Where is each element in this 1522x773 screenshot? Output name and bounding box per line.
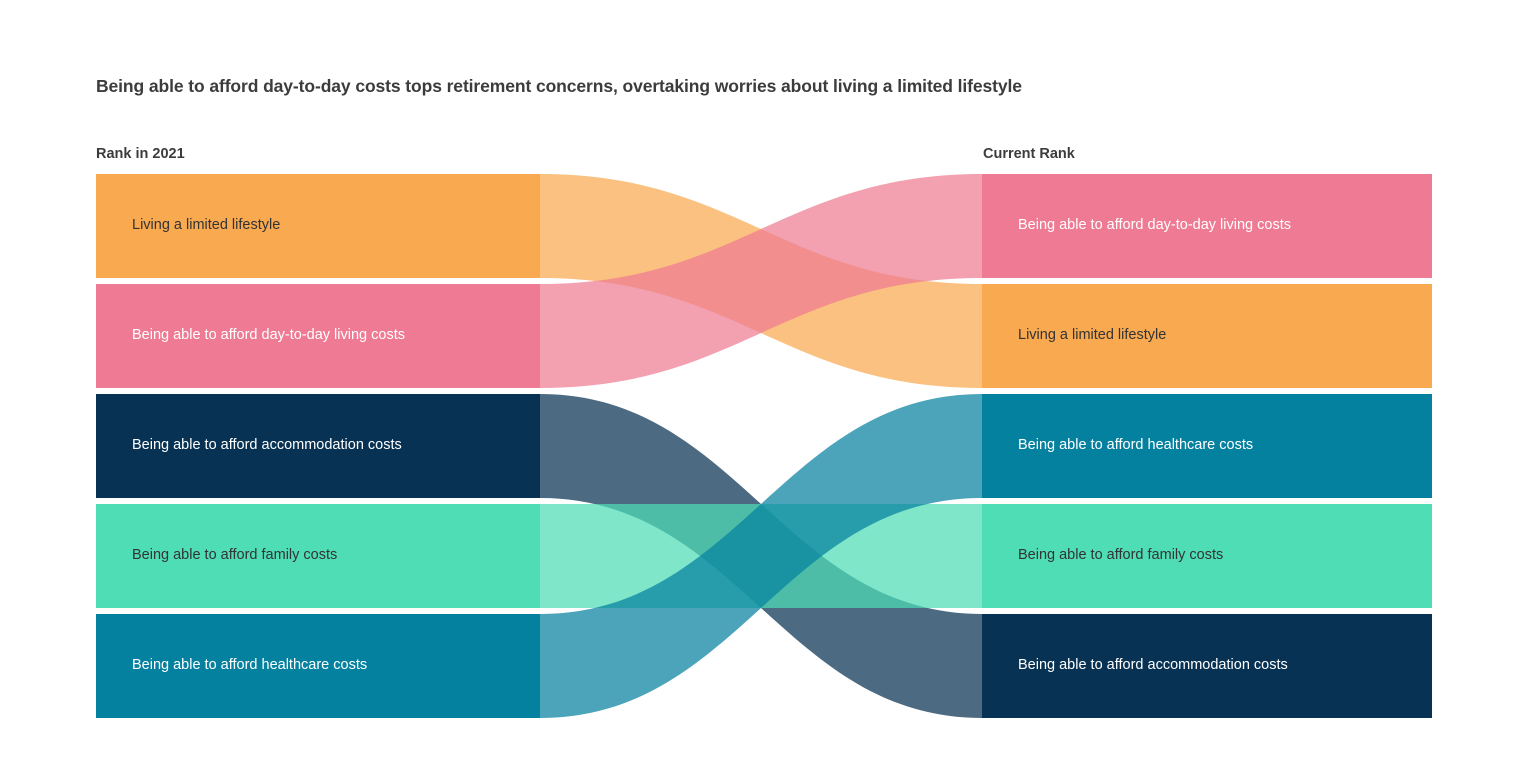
- column-header-left: Rank in 2021: [96, 146, 185, 162]
- node-block-left[interactable]: [96, 614, 540, 718]
- ribbon-group: [540, 174, 982, 718]
- node-group: [96, 174, 1432, 718]
- node-block-right[interactable]: [982, 504, 1432, 608]
- node-block-left[interactable]: [96, 504, 540, 608]
- node-block-right[interactable]: [982, 614, 1432, 718]
- node-block-left[interactable]: [96, 174, 540, 278]
- node-block-right[interactable]: [982, 284, 1432, 388]
- node-block-left[interactable]: [96, 284, 540, 388]
- flow-ribbon: [540, 174, 982, 388]
- node-block-left[interactable]: [96, 394, 540, 498]
- column-header-right: Current Rank: [983, 146, 1075, 162]
- node-block-right[interactable]: [982, 174, 1432, 278]
- page-title: Being able to afford day-to-day costs to…: [96, 76, 1022, 96]
- flow-ribbon: [540, 394, 982, 718]
- node-block-right[interactable]: [982, 394, 1432, 498]
